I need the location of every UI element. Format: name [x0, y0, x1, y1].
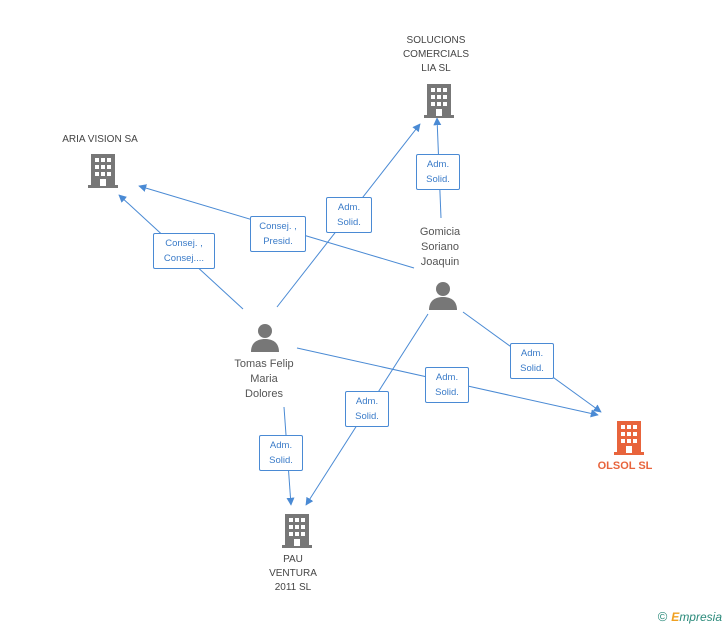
node-label-pau[interactable]: PAU VENTURA 2011 SL — [269, 554, 317, 593]
edge-label-gomicia-olsol: Adm. Solid. — [510, 343, 554, 379]
person-icon-gomicia[interactable] — [428, 280, 458, 310]
building-icon-aria[interactable] — [88, 154, 118, 188]
building-icon-solucions[interactable] — [424, 84, 454, 118]
edge-label-gomicia-pau: Adm. Solid. — [345, 391, 389, 427]
node-label-tomas[interactable]: Tomas Felip Maria Dolores — [234, 358, 294, 400]
edge-label-tomas-pau: Adm. Solid. — [259, 435, 303, 471]
building-icon-pau[interactable] — [282, 514, 312, 548]
node-label-gomicia[interactable]: Gomicia Soriano Joaquin — [419, 226, 461, 268]
edge-label-tomas-solucions: Adm. Solid. — [326, 197, 372, 233]
brand-name: mpresia — [679, 610, 722, 624]
edge-label-gomicia-solucions: Adm. Solid. — [416, 154, 460, 190]
edge-label-tomas-olsol: Adm. Solid. — [425, 367, 469, 403]
node-label-solucions[interactable]: SOLUCIONS COMERCIALS LIA SL — [402, 35, 470, 74]
brand-logo: ©Empresia — [658, 609, 722, 624]
building-icon-olsol[interactable] — [614, 421, 644, 455]
edge-label-tomas-aria: Consej. , Consej.... — [153, 233, 215, 269]
brand-e: E — [671, 610, 680, 624]
copyright-icon: © — [657, 609, 668, 624]
node-label-olsol[interactable]: OLSOL SL — [597, 460, 653, 472]
person-icon-tomas[interactable] — [250, 322, 280, 352]
edge-label-gomicia-aria: Consej. , Presid. — [250, 216, 306, 252]
node-label-aria[interactable]: ARIA VISION SA — [62, 134, 138, 145]
